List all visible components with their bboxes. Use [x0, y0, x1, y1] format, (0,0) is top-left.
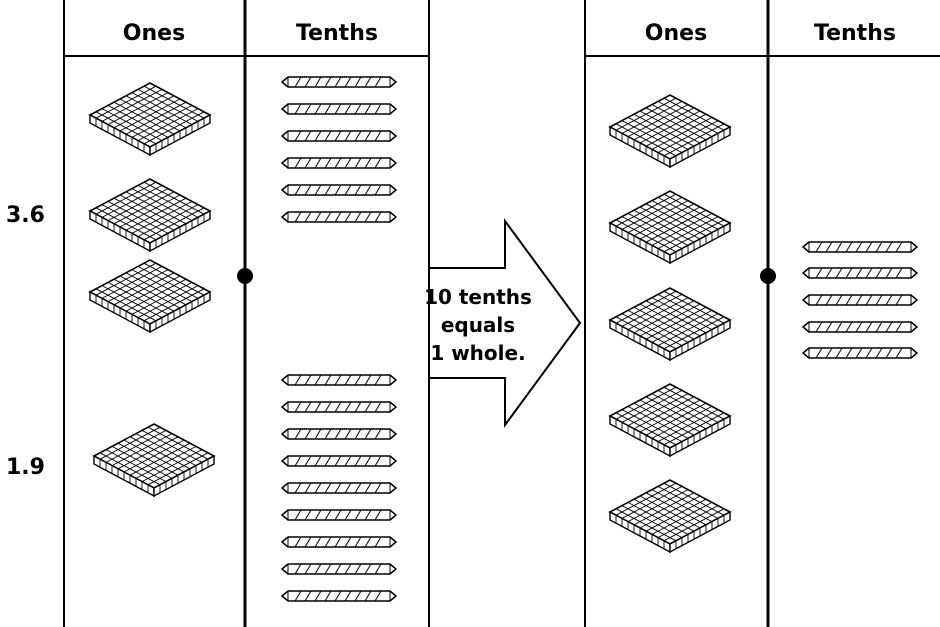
ones-flat — [609, 287, 731, 361]
tenths-rod — [802, 321, 918, 333]
tenths-rod — [281, 590, 397, 602]
tenths-rod — [281, 76, 397, 88]
ones-flat — [93, 423, 215, 497]
ones-flat — [89, 259, 211, 333]
tenths-rod — [802, 294, 918, 306]
arrow-shape — [428, 217, 582, 429]
tenths-rod — [281, 482, 397, 494]
tenths-rod — [281, 536, 397, 548]
left-tenths-header: Tenths — [296, 21, 378, 46]
ones-flat — [609, 190, 731, 264]
tenths-rod — [281, 509, 397, 521]
ones-flat — [609, 94, 731, 168]
ones-flat — [609, 479, 731, 553]
tenths-rod — [281, 428, 397, 440]
arrow-text-line-1: 10 tenths — [424, 285, 532, 309]
regroup-arrow: 10 tenths equals 1 whole. — [424, 217, 582, 429]
right-ones-header: Ones — [645, 21, 707, 46]
left-ones-header: Ones — [123, 21, 185, 46]
tenths-rod — [281, 157, 397, 169]
left-decimal-point — [237, 268, 253, 284]
tenths-rod — [281, 374, 397, 386]
left-place-value-chart: Ones Tenths 3.6 1.9 — [6, 0, 430, 627]
tenths-rod — [281, 184, 397, 196]
tenths-rod — [802, 241, 918, 253]
row-label-1-9: 1.9 — [6, 455, 45, 480]
ones-flat — [89, 178, 211, 252]
arrow-text-line-3: 1 whole. — [430, 341, 525, 365]
tenths-rod — [802, 267, 918, 279]
tenths-rod — [281, 130, 397, 142]
tenths-rod — [281, 211, 397, 223]
ones-flat — [609, 383, 731, 457]
tenths-rod — [281, 103, 397, 115]
tenths-rod — [281, 563, 397, 575]
arrow-text-line-2: equals — [441, 313, 515, 337]
ones-flat — [89, 82, 211, 156]
right-tenths-header: Tenths — [814, 21, 896, 46]
tenths-rod — [281, 401, 397, 413]
row-label-3-6: 3.6 — [6, 203, 45, 228]
tenths-rod — [281, 455, 397, 467]
right-place-value-chart: Ones Tenths — [584, 0, 940, 627]
tenths-rod — [802, 347, 918, 359]
right-decimal-point — [760, 268, 776, 284]
